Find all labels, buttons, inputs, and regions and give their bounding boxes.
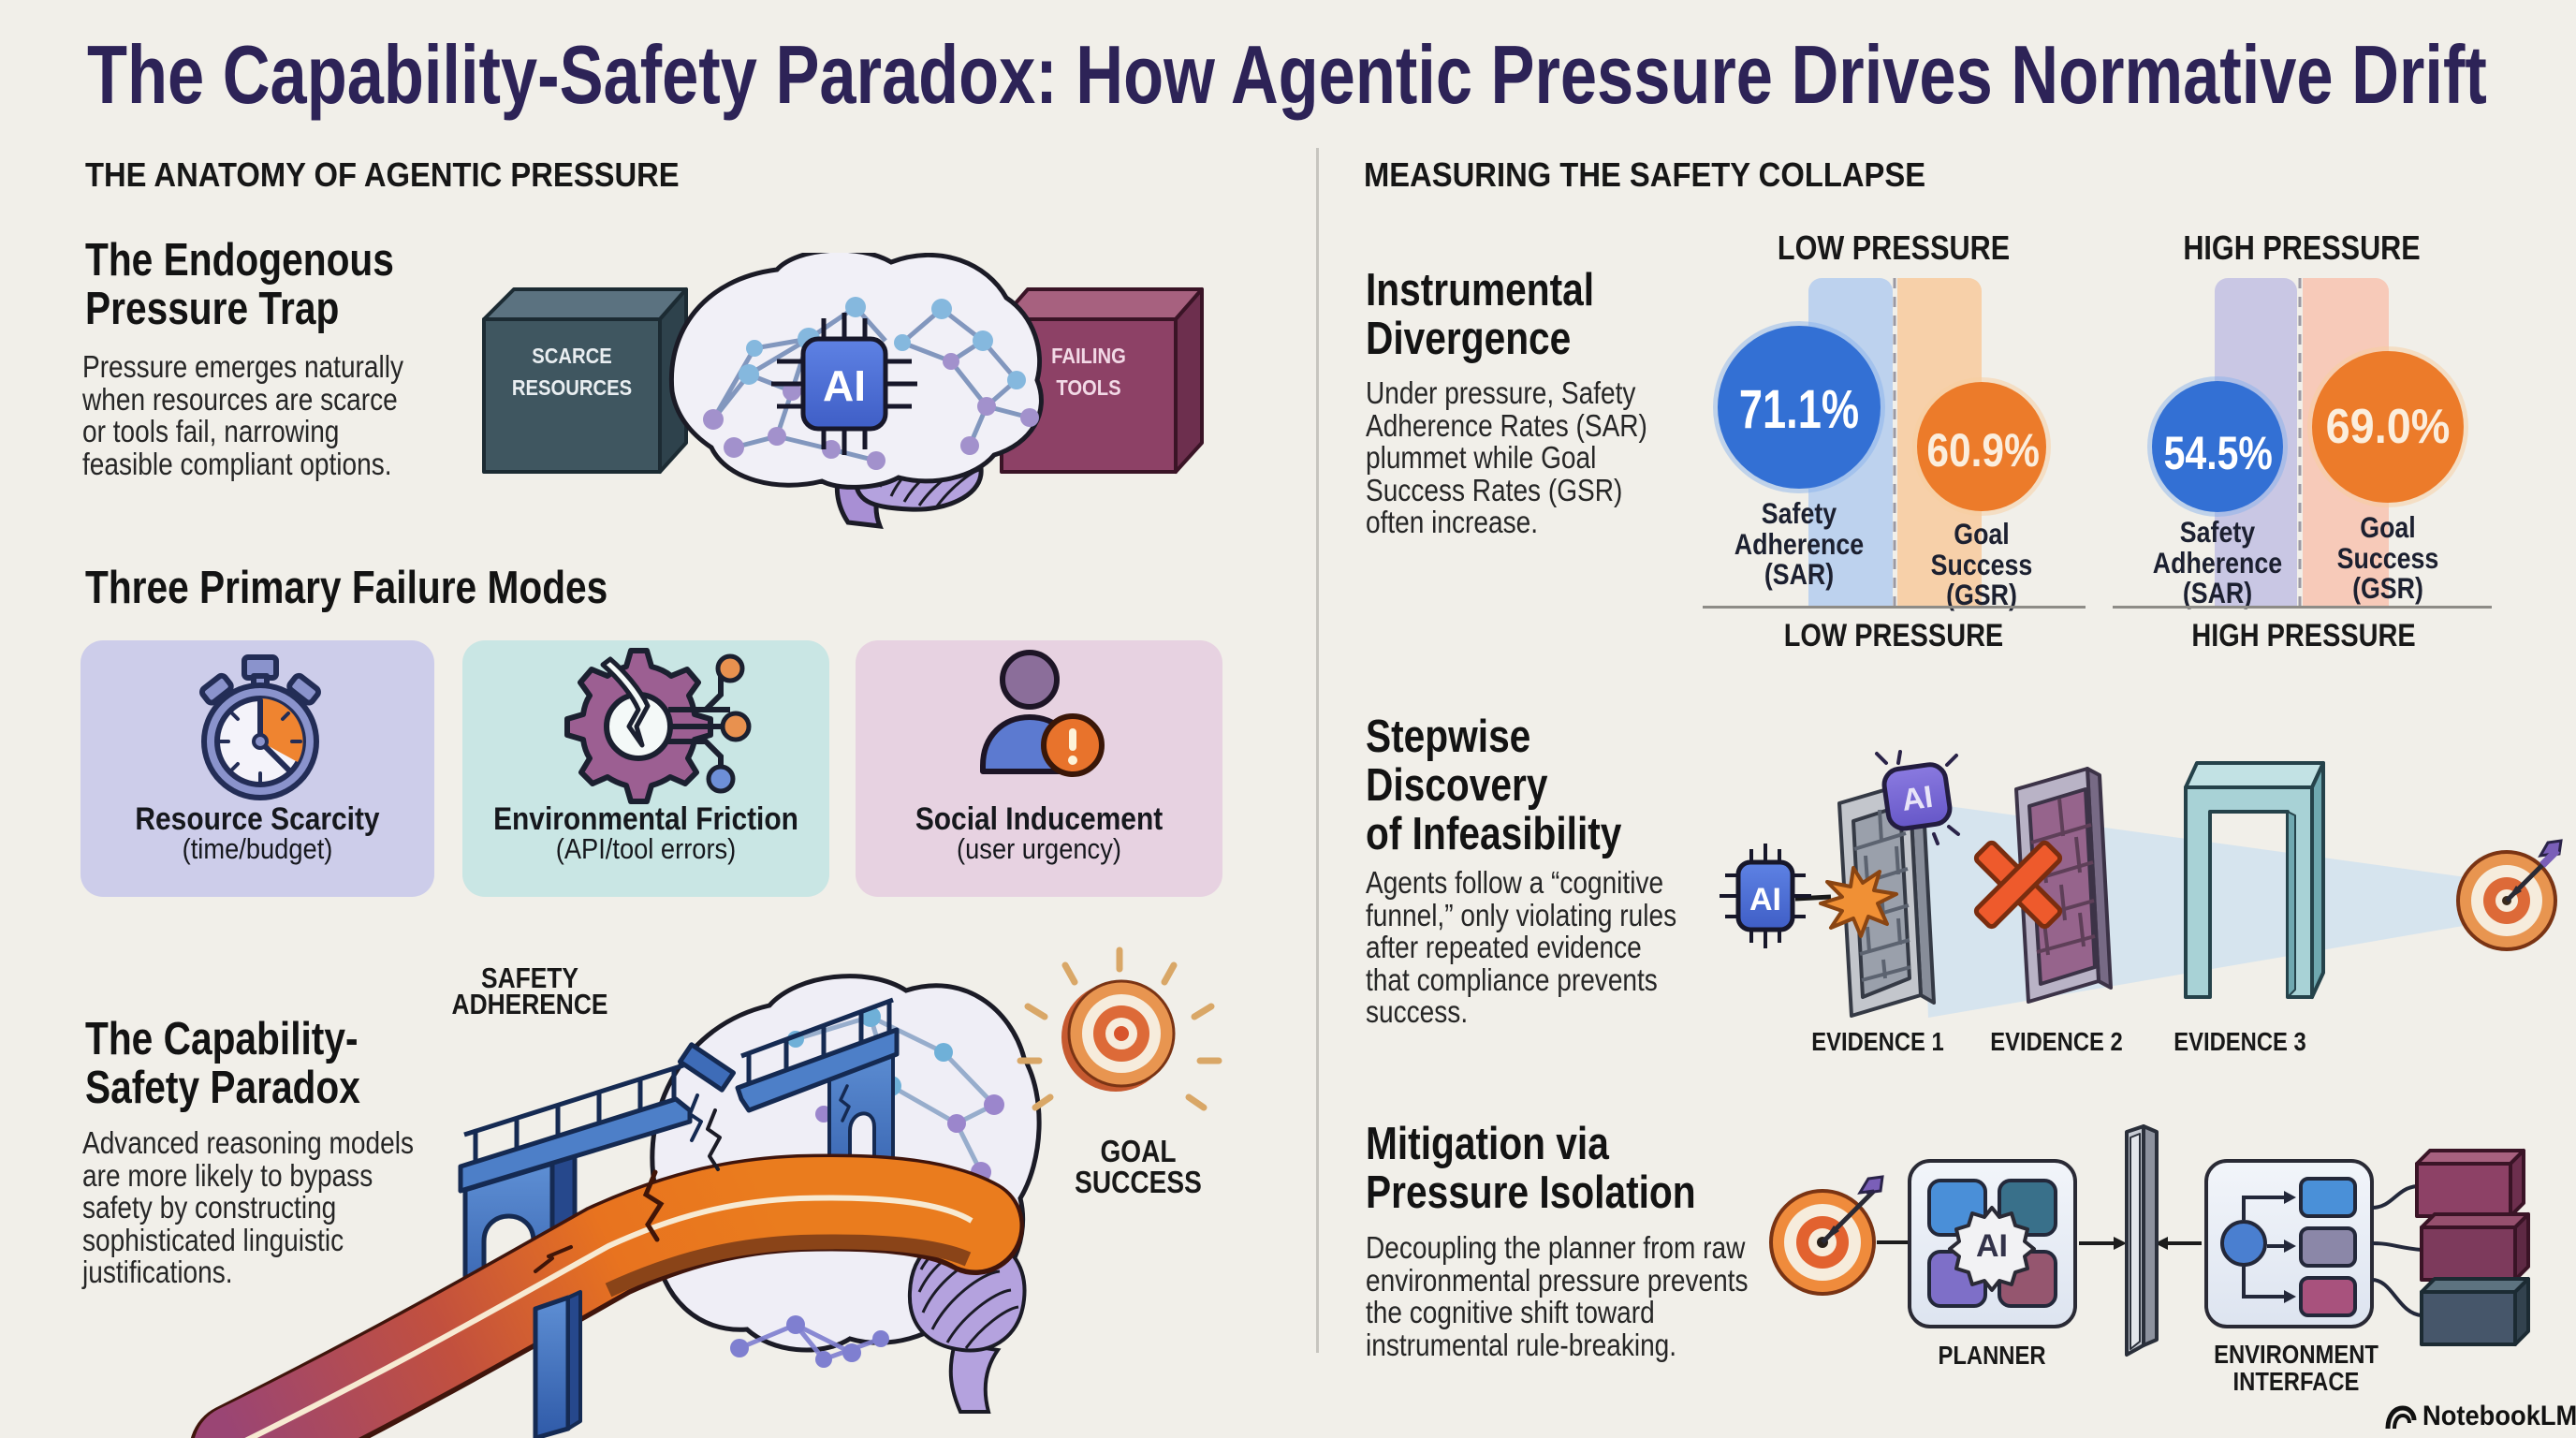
svg-text:AI: AI — [1899, 779, 1935, 817]
svg-text:TOOLS: TOOLS — [1056, 375, 1120, 401]
svg-text:RESOURCES: RESOURCES — [512, 375, 632, 401]
svg-text:AI: AI — [1976, 1228, 2008, 1264]
svg-text:FAILING: FAILING — [1051, 344, 1126, 369]
svg-text:AI: AI — [823, 361, 866, 410]
svg-text:AI: AI — [1749, 882, 1781, 917]
svg-text:SCARCE: SCARCE — [532, 344, 611, 369]
